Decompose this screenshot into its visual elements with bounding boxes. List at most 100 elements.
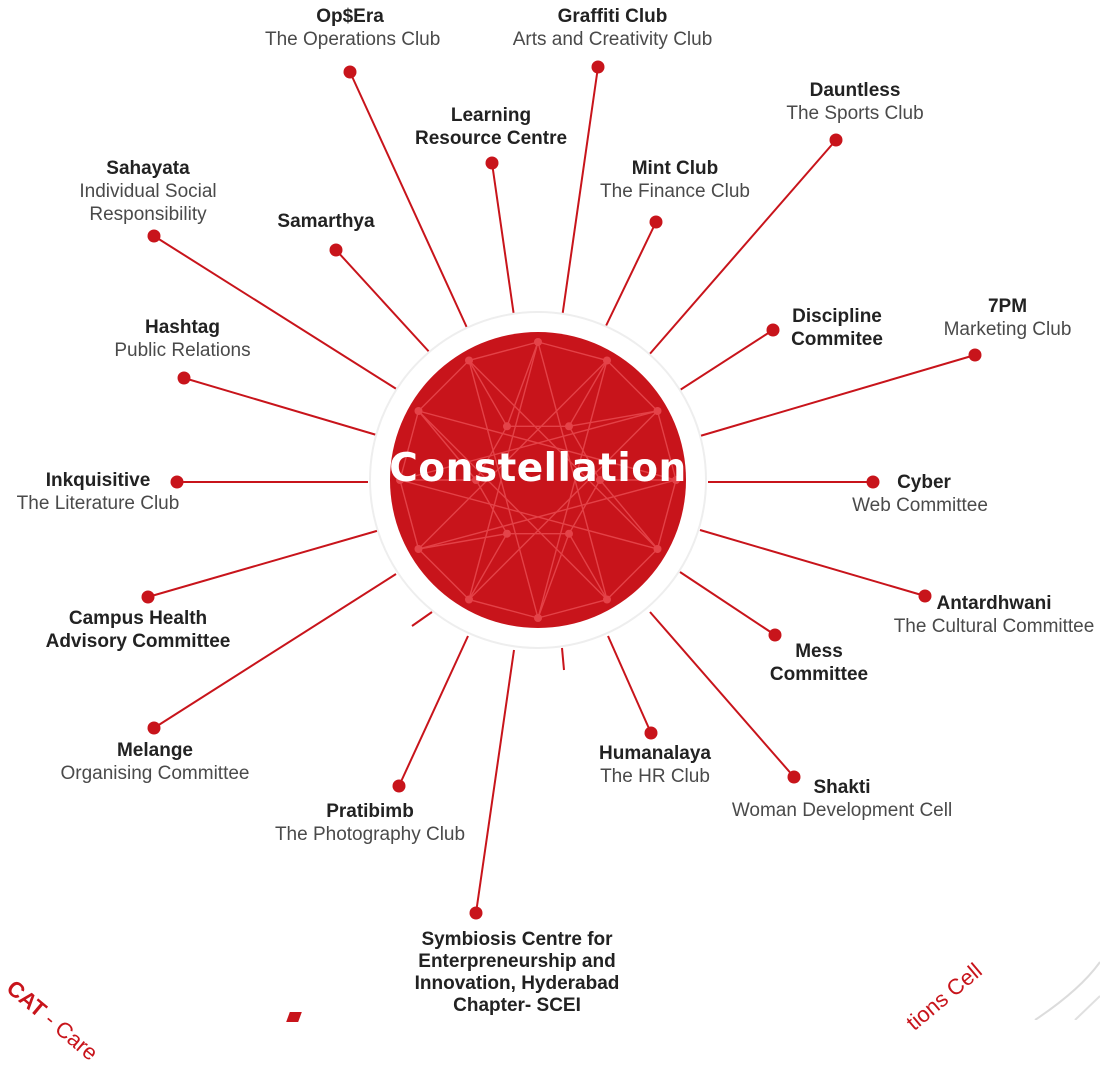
node-inkquisitive[interactable]: Inkquisitive The Literature Club [8,470,188,516]
node-pratibimb[interactable]: Pratibimb The Photography Club [265,801,475,847]
mesh-line [537,341,608,362]
node-mint[interactable]: Mint Club The Finance Club [590,158,760,204]
red-fragment-mark [286,1012,302,1022]
node-title: Mess Committee [769,641,869,685]
node-dot[interactable] [177,371,191,385]
connector-line [603,221,657,331]
node-title: Antardhwani [936,593,1052,614]
mesh-line [506,341,539,427]
mesh-node [396,476,404,484]
mesh-line [468,359,659,550]
node-dot[interactable] [644,726,658,740]
mesh-line [399,410,420,481]
node-dot[interactable] [829,133,843,147]
node-dot[interactable] [392,779,406,793]
mesh-node [603,356,611,365]
mesh-line [399,410,658,481]
node-7pm[interactable]: 7PM Marketing Club [930,296,1085,342]
node-discipline[interactable]: Discipline Commitee [782,306,892,352]
node-lrc[interactable]: Learning Resource Centre [407,105,575,151]
node-title: Dauntless [809,80,901,101]
node-dot[interactable] [170,475,184,489]
mesh-node [472,476,480,484]
node-title: Hashtag [145,317,220,338]
node-dot[interactable] [469,906,483,920]
mesh-line [606,359,659,412]
mesh-node [503,529,511,538]
connector-line [647,139,837,357]
node-melange[interactable]: Melange Organising Committee [55,740,255,786]
mesh-line [468,341,539,362]
node-subtitle: The Literature Club [16,492,180,514]
mesh-line [656,410,677,481]
node-title: Mint Club [631,158,719,179]
node-antardhwani[interactable]: Antardhwani The Cultural Committee [888,593,1100,639]
node-opsera[interactable]: Op$Era The Operations Club [265,6,440,52]
node-dot[interactable] [485,156,499,170]
connector-line [491,162,515,317]
node-dot[interactable] [768,628,782,642]
node-dauntless[interactable]: Dauntless The Sports Club [775,80,935,126]
mesh-line [418,533,508,550]
node-mess[interactable]: Mess Committee [760,641,878,687]
connector-line [183,377,381,437]
connector-line [475,649,515,914]
decorative-slash [1074,995,1100,1020]
mesh-line [656,479,677,550]
node-title: Symbiosis Centre for Enterpreneurship an… [414,929,620,1016]
node-samarthya[interactable]: Samarthya [256,211,396,234]
node-dot[interactable] [866,475,880,489]
mesh-line [468,360,539,619]
node-sahayata[interactable]: Sahayata Individual Social Responsibilit… [68,158,228,226]
connector-line [411,611,433,627]
node-dot[interactable] [343,65,357,79]
node-dot[interactable] [787,770,801,784]
node-shakti[interactable]: Shakti Woman Development Cell [722,777,962,823]
mesh-line [568,410,658,427]
node-dot[interactable] [918,589,932,603]
node-title: 7PM [987,296,1028,317]
connector-line [147,529,381,598]
node-dot[interactable] [141,590,155,604]
connector-layer [141,60,1100,1020]
node-dot[interactable] [329,243,343,257]
mesh-line [399,479,658,550]
node-title: Humanalaya [599,743,711,764]
node-dot[interactable] [766,323,780,337]
node-chac[interactable]: Campus Health Advisory Committee [38,608,238,654]
mesh-node [534,338,542,346]
node-dot[interactable] [147,229,161,243]
node-scei[interactable]: Symbiosis Centre for Enterpreneurship an… [397,929,637,1016]
mesh-line [418,479,677,550]
mesh-line [399,479,420,550]
mesh-line [468,360,508,427]
mesh-node [465,595,473,604]
node-humanalaya[interactable]: Humanalaya The HR Club [585,743,725,789]
node-subtitle: Public Relations [114,339,251,361]
connector-line [153,235,399,391]
connector-line [649,611,795,778]
node-dot[interactable] [649,215,663,229]
node-graffiti[interactable]: Graffiti Club Arts and Creativity Club [505,6,720,52]
node-title: Discipline Commitee [791,306,883,350]
center-title: Constellation [389,446,687,491]
mesh-line [417,410,477,481]
node-dot[interactable] [591,60,605,74]
mesh-line [537,341,608,600]
mesh-line [568,533,608,600]
connector-line [679,571,776,636]
node-subtitle: Individual Social Responsibility [79,180,217,225]
node-cyber[interactable]: Cyber Web Committee [840,472,1000,518]
node-dot[interactable] [968,348,982,362]
node-subtitle: Marketing Club [943,318,1072,340]
mesh-line [418,410,677,481]
node-title: Op$Era [316,6,384,27]
node-dot[interactable] [147,721,161,735]
connector-line [335,249,433,356]
mesh-line [468,341,539,600]
node-hashtag[interactable]: Hashtag Public Relations [100,317,265,363]
node-subtitle: The Cultural Committee [893,615,1095,637]
node-title: Pratibimb [326,801,414,822]
mesh-node [565,529,573,538]
mesh-line [606,548,659,601]
